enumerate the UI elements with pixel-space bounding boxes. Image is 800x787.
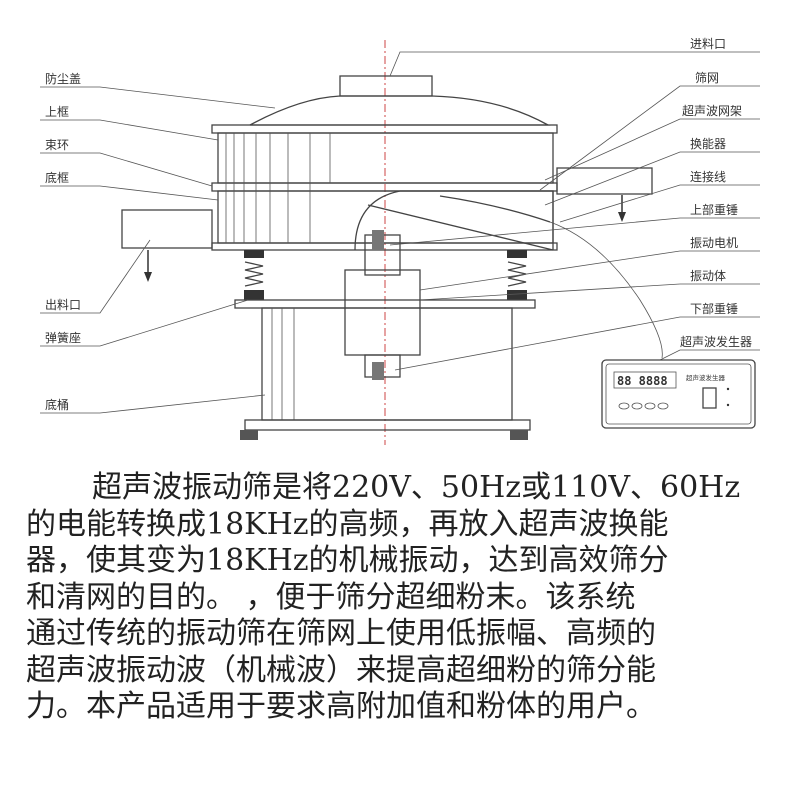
label-clamp-ring: 束环 [45, 138, 69, 152]
description-line: 和清网的目的。 ，便于筛分超细粉末。该系统 [26, 579, 636, 615]
vibration-motor [344, 269, 421, 356]
generator-title: 超声波发生器 [686, 373, 726, 382]
label-vibration-motor: 振动电机 [690, 236, 738, 250]
description-line: 器，使其变为18KHz的机械振动，达到高效筛分 [26, 543, 669, 578]
spring-left [244, 250, 264, 300]
description-line: 力。本产品适用于要求高附加值和粉体的用户。 [26, 689, 656, 724]
screen-mesh [367, 204, 554, 251]
label-upper-frame: 上框 [45, 105, 69, 119]
base-plate [244, 419, 531, 431]
sieve-diagram: 防尘盖 上框 束环 底框 出料口 弹簧座 底桶 进料口 筛网 超声波网架 换能器… [40, 37, 760, 445]
label-transducer: 换能器 [690, 137, 726, 151]
description-line: 超声波振动筛是将220V、50Hz或110V、60Hz [92, 470, 741, 505]
right-leaders [389, 51, 760, 371]
label-vibrating-body: 振动体 [690, 269, 726, 283]
label-lower-weight: 下部重锤 [690, 301, 738, 316]
label-screen: 筛网 [695, 70, 719, 85]
label-upper-weight: 上部重锤 [690, 202, 738, 217]
label-bottom-frame: 底框 [45, 170, 69, 185]
connection-wire [439, 195, 551, 223]
outlet-left [121, 209, 213, 249]
left-leaders [40, 86, 276, 414]
label-base-barrel: 底桶 [45, 397, 69, 412]
cutaway [354, 190, 554, 251]
ultrasonic-generator: 88 8888 超声波发生器 [601, 359, 756, 429]
base-barrel [261, 307, 513, 421]
label-inlet: 进料口 [690, 37, 726, 51]
outlet-right [556, 167, 653, 195]
description-line: 通过传统的振动筛在筛网上使用低振幅、高频的 [26, 616, 656, 651]
label-ultrasonic-frame: 超声波网架 [682, 103, 742, 118]
generator-cable [549, 221, 663, 359]
dust-cover [249, 95, 551, 126]
inlet [339, 75, 433, 97]
label-dust-cover: 防尘盖 [45, 71, 81, 86]
label-outlet: 出料口 [45, 298, 81, 312]
description-paragraph: 超声波振动筛是将220V、50Hz或110V、60Hz 的电能转换成18KHz的… [26, 470, 796, 726]
spring-right [507, 250, 527, 300]
description-line: 的电能转换成18KHz的高频，再放入超声波换能 [26, 506, 669, 542]
generator-display: 88 8888 [617, 374, 668, 388]
frame-hatching [225, 133, 331, 243]
label-spring-seat: 弹簧座 [45, 330, 81, 345]
label-generator: 超声波发生器 [680, 334, 752, 349]
power-switch [702, 387, 717, 409]
label-cable: 连接线 [690, 169, 726, 184]
description-line: 超声波振动波（机械波）来提高超细粉的筛分能 [26, 652, 656, 688]
